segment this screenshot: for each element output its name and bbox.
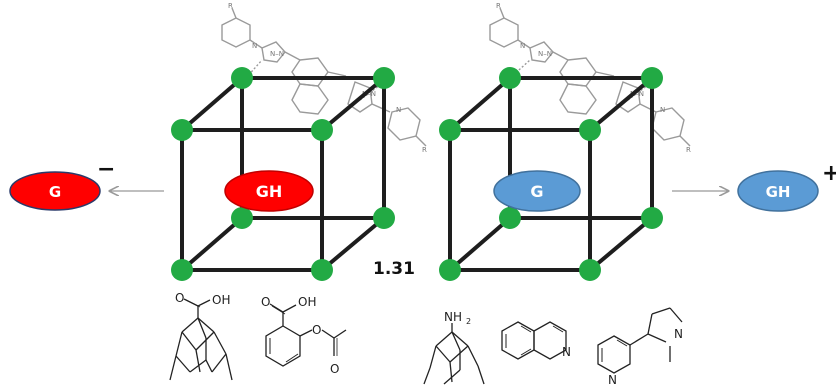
right-outer-guest-label: GH	[766, 183, 791, 201]
vertex-node	[373, 207, 395, 229]
svg-text:R: R	[686, 146, 691, 154]
nicotine-pyrrolidine-n-label: N	[674, 327, 683, 341]
vertex-node	[171, 119, 193, 141]
right-cage: R R N N–N N–N N	[439, 2, 691, 281]
left-cage: R R N N–N N–N N	[171, 2, 427, 281]
left-outer-guest-ellipse	[9, 171, 101, 211]
svg-text:N: N	[252, 42, 257, 50]
vertex-node	[439, 259, 461, 281]
negative-charge-sign: −	[97, 157, 115, 182]
left-inner-guest-label: GH	[256, 182, 283, 201]
amantadine-structure	[423, 323, 485, 385]
svg-text:N: N	[396, 106, 401, 114]
svg-text:N: N	[660, 106, 665, 114]
vertex-node	[641, 67, 663, 89]
acid2-o-label: O	[261, 295, 270, 309]
vertex-node	[499, 67, 521, 89]
isoquinoline-n-label: N	[562, 345, 571, 359]
left-expelled-guest: G −	[9, 157, 115, 211]
value-label: 1.31	[373, 259, 415, 279]
positive-charge-sign: +	[822, 161, 836, 186]
vertex-node	[641, 207, 663, 229]
acid2-carbonyl-o-label: O	[330, 362, 339, 376]
right-cube-vertices	[439, 67, 663, 281]
acid1-oh-label: OH	[212, 293, 230, 307]
acid1-o-label: O	[175, 291, 184, 305]
vertex-node	[171, 259, 193, 281]
right-ligand-structure: R R N N–N N–N N	[489, 2, 691, 154]
svg-text:N–N: N–N	[630, 90, 644, 98]
svg-text:N–N: N–N	[538, 50, 552, 58]
vertex-node	[499, 207, 521, 229]
svg-text:N–N: N–N	[362, 90, 376, 98]
left-outer-guest-label: G	[49, 183, 61, 201]
right-inner-guest-ellipse	[493, 170, 581, 212]
vertex-node	[373, 67, 395, 89]
vertex-node	[311, 259, 333, 281]
left-cube-vertices	[171, 67, 395, 281]
svg-text:R: R	[496, 2, 501, 10]
right-cube-edges	[448, 76, 654, 272]
svg-text:N: N	[520, 42, 525, 50]
right-inner-guest-label: G	[530, 182, 543, 201]
vertex-node	[579, 259, 601, 281]
nicotine-pyridine-n-label: N	[608, 373, 617, 385]
vertex-node	[439, 119, 461, 141]
left-inner-guest-ellipse	[224, 170, 314, 212]
acid2-ester-o-label: O	[312, 323, 321, 337]
amine-nh-label: NH	[444, 310, 462, 324]
svg-text:R: R	[422, 146, 427, 154]
adamantanecarboxylic-acid-structure	[169, 298, 233, 381]
svg-text:N–N: N–N	[270, 50, 284, 58]
right-outer-guest-ellipse	[737, 170, 819, 212]
vertex-node	[579, 119, 601, 141]
right-expelled-guest: GH +	[737, 161, 836, 212]
acid2-oh-label: OH	[298, 295, 316, 309]
amine-subscript: 2	[466, 317, 471, 326]
acetylsalicylic-acid-structure	[265, 303, 347, 367]
isoquinoline-structure	[501, 321, 567, 360]
nicotine-structure	[597, 307, 683, 374]
vertex-node	[231, 67, 253, 89]
vertex-node	[311, 119, 333, 141]
vertex-node	[231, 207, 253, 229]
svg-text:R: R	[228, 2, 233, 10]
